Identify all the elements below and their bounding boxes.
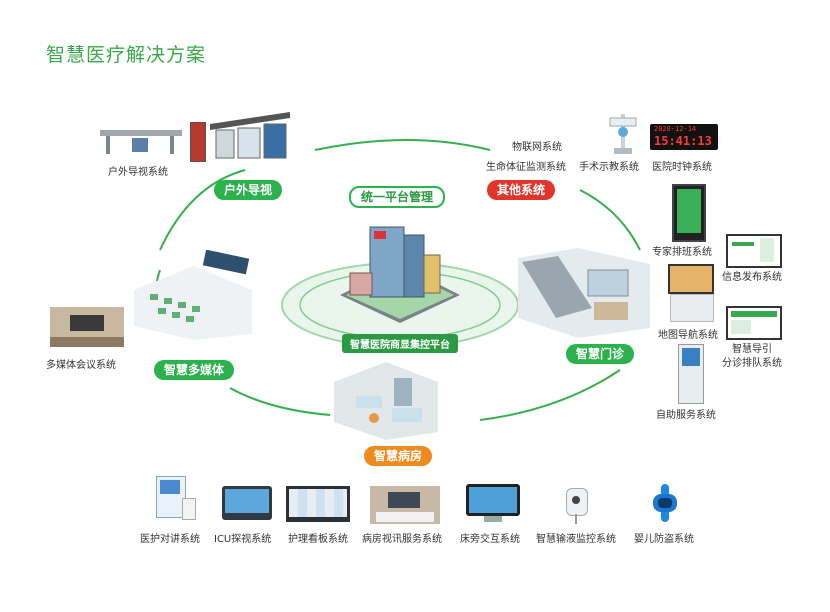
category-multimedia[interactable]: 智慧多媒体 bbox=[154, 360, 234, 380]
label-expert-schedule: 专家排班系统 bbox=[652, 243, 712, 258]
triage-queue-screen bbox=[726, 306, 782, 340]
label-infant-security: 婴儿防盗系统 bbox=[634, 530, 694, 545]
clock-date: 2020-12-14 bbox=[654, 125, 696, 133]
label-nursing-board: 护理看板系统 bbox=[288, 530, 348, 545]
label-infusion: 智慧输液监控系统 bbox=[536, 530, 616, 545]
hospital-building-image bbox=[330, 215, 470, 325]
bus-shelter-image bbox=[210, 112, 290, 160]
label-outdoor-guide: 户外导视系统 bbox=[108, 163, 168, 178]
label-info-publish: 信息发布系统 bbox=[722, 268, 782, 283]
map-nav-kiosk bbox=[666, 264, 716, 322]
label-triage-queue: 分诊排队系统 bbox=[722, 354, 782, 369]
label-surgery-teaching: 手术示教系统 bbox=[579, 158, 639, 173]
clock-time: 15:41:13 bbox=[654, 134, 712, 148]
ward-video-image bbox=[370, 486, 440, 524]
surgery-camera-image bbox=[606, 110, 640, 156]
center-platform-label: 智慧医院商显集控平台 bbox=[342, 334, 458, 353]
label-vital-monitor: 生命体征监测系统 bbox=[486, 158, 566, 173]
platform-title[interactable]: 统一平台管理 bbox=[349, 186, 445, 208]
ward-room-image bbox=[334, 362, 438, 440]
bedside-terminal-image bbox=[466, 484, 520, 524]
icu-visit-image bbox=[222, 486, 272, 520]
category-clinic[interactable]: 智慧门诊 bbox=[566, 344, 634, 364]
label-self-service: 自助服务系统 bbox=[656, 406, 716, 421]
label-bedside: 床旁交互系统 bbox=[460, 530, 520, 545]
label-icu-visit: ICU探视系统 bbox=[214, 530, 271, 545]
label-hospital-clock: 医院时钟系统 bbox=[652, 158, 712, 173]
outdoor-kiosk-image bbox=[190, 122, 206, 162]
clinic-lobby-image bbox=[518, 248, 650, 338]
label-iot: 物联网系统 bbox=[512, 138, 562, 153]
nursing-board-image bbox=[286, 486, 350, 522]
conference-room-image bbox=[134, 250, 252, 340]
info-publish-screen bbox=[726, 234, 782, 268]
label-multimedia-meeting: 多媒体会议系统 bbox=[46, 356, 116, 371]
nurse-intercom-image bbox=[150, 476, 196, 522]
outdoor-canopy-image bbox=[96, 128, 186, 154]
hospital-clock-display: 2020-12-14 15:41:13 bbox=[650, 124, 718, 150]
meeting-hall-image bbox=[50, 307, 124, 347]
category-other[interactable]: 其他系统 bbox=[487, 180, 555, 200]
label-map-nav: 地图导航系统 bbox=[658, 326, 718, 341]
self-service-kiosk bbox=[678, 344, 704, 404]
expert-schedule-screen bbox=[672, 184, 706, 242]
infant-tag-image bbox=[652, 484, 678, 522]
category-outdoor[interactable]: 户外导视 bbox=[214, 180, 282, 200]
label-ward-video: 病房视讯服务系统 bbox=[362, 530, 442, 545]
label-nurse-intercom: 医护对讲系统 bbox=[140, 530, 200, 545]
category-ward[interactable]: 智慧病房 bbox=[364, 446, 432, 466]
infusion-monitor-image bbox=[566, 482, 586, 524]
label-smart-guide: 智慧导引 bbox=[732, 340, 772, 355]
